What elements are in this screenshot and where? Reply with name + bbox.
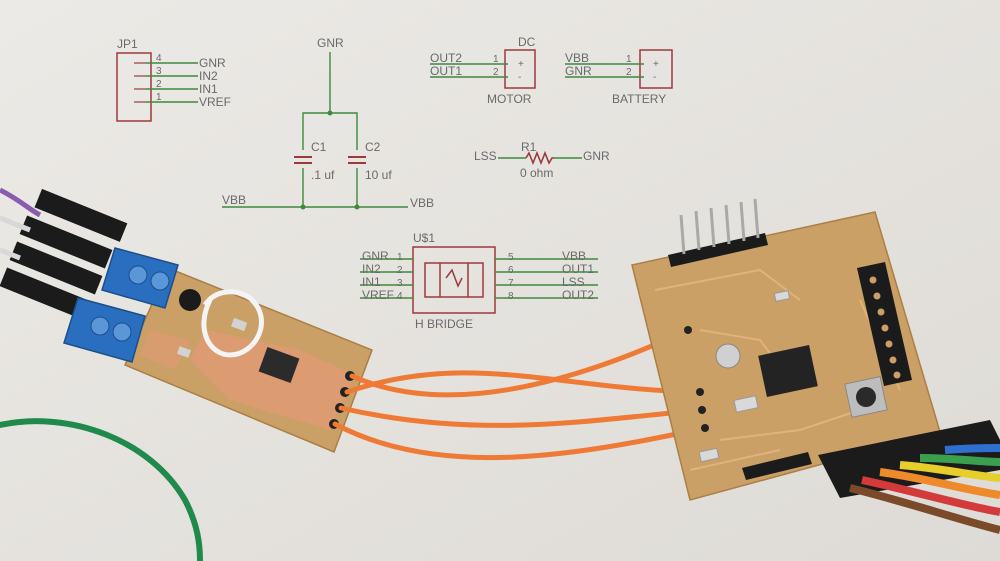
hbridge-left-num: 1 [397, 252, 403, 263]
battery-pin-sign: - [653, 72, 656, 83]
motor-pin-sign: + [518, 59, 524, 70]
jp1-pin-num: 1 [156, 92, 162, 103]
resistor-right-net: GNR [583, 149, 610, 163]
c1-name: C1 [311, 140, 327, 154]
battery-caption: BATTERY [612, 92, 666, 106]
screw-terminal [63, 297, 146, 363]
motor-title: DC [518, 35, 536, 49]
microcontroller-board [631, 198, 941, 501]
hbridge-right-net: OUT1 [562, 262, 594, 276]
battery-net-label: GNR [565, 64, 592, 78]
board-capacitor [715, 343, 741, 369]
jp1-connector: JP1 4 3 2 1 GNR IN2 IN1 VREF [116, 37, 231, 122]
battery-connector: VBB GNR 1 2 + - BATTERY [565, 49, 673, 106]
resistor-name: R1 [521, 140, 537, 154]
cap-bottom-right-net: VBB [410, 196, 434, 210]
dupont-plugs [0, 188, 128, 321]
c1-value: .1 uf [311, 168, 335, 182]
motor-caption: MOTOR [487, 92, 532, 106]
hbridge-right-net: LSS [562, 275, 585, 289]
top-header-pins [668, 198, 768, 267]
electrolytic-capacitor [179, 289, 201, 311]
jp1-pin-num: 3 [156, 66, 162, 77]
hbridge-left-num: 4 [397, 291, 403, 302]
microcontroller-chip [758, 345, 818, 397]
hbridge-right-net: OUT2 [562, 288, 594, 302]
right-header [857, 262, 912, 386]
hbridge-right-net: VBB [562, 249, 586, 263]
motor-net-label: OUT1 [430, 64, 462, 78]
h-bridge-symbol: U$1 GNR IN2 IN1 VREF 1 2 3 4 5 6 7 8 VB [360, 231, 598, 331]
motor-connector: DC OUT2 OUT1 1 2 + - MOTOR [430, 35, 536, 106]
jp1-net-label: IN1 [199, 82, 218, 96]
resistor-value: 0 ohm [520, 166, 553, 180]
bottom-header [742, 452, 812, 480]
cap-top-net: GNR [317, 36, 344, 50]
capacitor-network: GNR C1 .1 uf C2 10 uf VBB VBB [222, 36, 434, 210]
motor-net-label: OUT2 [430, 51, 462, 65]
rainbow-ribbon-cable [818, 420, 1000, 534]
motor-pin-num: 1 [493, 54, 499, 65]
jp1-net-label: VREF [199, 95, 231, 109]
hbridge-left-num: 3 [397, 278, 403, 289]
resistor-r1: LSS GNR R1 0 ohm [474, 140, 610, 180]
hbridge-right-num: 6 [508, 265, 514, 276]
jp1-pin-num: 2 [156, 79, 162, 90]
green-wire [0, 418, 203, 561]
hbridge-left-num: 2 [397, 265, 403, 276]
h-bridge-ic [258, 346, 300, 384]
motor-pin-num: 2 [493, 67, 499, 78]
hbridge-right-num: 8 [508, 291, 514, 302]
battery-pin-num: 1 [626, 54, 632, 65]
cap-bottom-left-net: VBB [222, 193, 246, 207]
hbridge-left-net: IN2 [362, 262, 381, 276]
hbridge-left-net: GNR [362, 249, 389, 263]
jp1-net-label: GNR [199, 56, 226, 70]
hbridge-left-net: IN1 [362, 275, 381, 289]
hbridge-right-num: 7 [508, 278, 514, 289]
reset-button [844, 376, 888, 418]
jp1-title: JP1 [117, 37, 138, 51]
battery-net-label: VBB [565, 51, 589, 65]
battery-pin-sign: + [653, 59, 659, 70]
hbridge-left-net: VREF [362, 288, 394, 302]
battery-pin-num: 2 [626, 67, 632, 78]
hbridge-right-num: 5 [508, 252, 514, 263]
orange-wires [332, 325, 708, 461]
jp1-pin-num: 4 [156, 53, 162, 64]
screw-terminal [101, 247, 179, 309]
hbridge-ref: U$1 [413, 231, 435, 245]
h-bridge-board [0, 187, 373, 453]
c2-value: 10 uf [365, 168, 392, 182]
resistor-left-net: LSS [474, 149, 497, 163]
motor-pin-sign: - [518, 72, 521, 83]
jp1-net-label: IN2 [199, 69, 218, 83]
c2-name: C2 [365, 140, 381, 154]
hbridge-caption: H BRIDGE [415, 317, 473, 331]
